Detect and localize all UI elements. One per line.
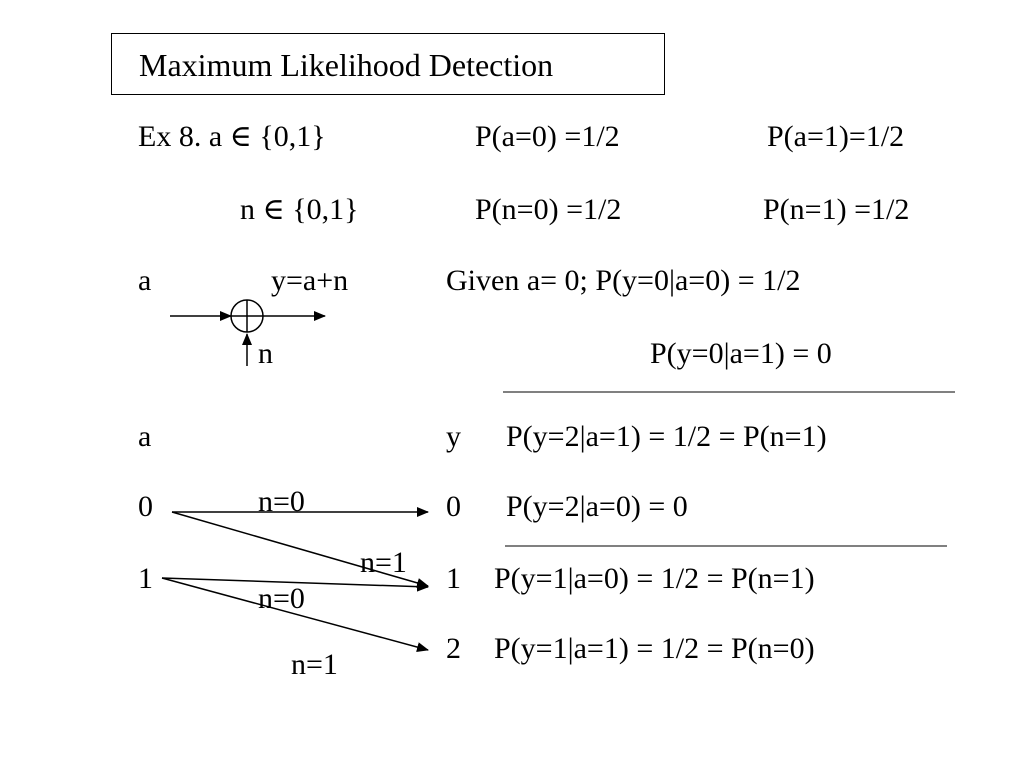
prob-n0: P(n=0) =1/2 — [475, 193, 622, 226]
y-value-0: 0 — [446, 490, 461, 523]
transition-a1-y2 — [161, 577, 429, 652]
prob-y1-a1: P(y=1|a=1) = 1/2 = P(n=0) — [494, 632, 815, 665]
slide-title: Maximum Likelihood Detection — [139, 47, 554, 83]
prob-a0: P(a=0) =1/2 — [475, 120, 620, 153]
adder-input-label: a — [138, 264, 152, 297]
prob-n1: P(n=1) =1/2 — [763, 193, 910, 226]
prob-y2-a1: P(y=2|a=1) = 1/2 = P(n=1) — [506, 420, 827, 453]
given-line-1: Given a= 0; P(y=0|a=0) = 1/2 — [446, 264, 801, 297]
given-line-2: P(y=0|a=1) = 0 — [650, 337, 832, 370]
transition-a0-y1 — [171, 511, 429, 588]
transition-a1-y1 — [161, 577, 429, 592]
edge-label-a1-n0: n=0 — [258, 582, 305, 615]
example-label: Ex 8. a ∈ {0,1} — [138, 120, 326, 153]
channel-col-y: y — [446, 420, 461, 453]
prob-a1: P(a=1)=1/2 — [767, 120, 905, 153]
a-value-1: 1 — [138, 562, 153, 595]
prob-y2-a0: P(y=2|a=0) = 0 — [506, 490, 688, 523]
adder-noise-label: n — [258, 337, 273, 370]
prob-y1-a0: P(y=1|a=0) = 1/2 = P(n=1) — [494, 562, 815, 595]
adder-plus-icon — [230, 299, 264, 333]
channel-col-a: a — [138, 420, 152, 453]
adder-output-label: y=a+n — [271, 264, 349, 297]
edge-label-a1-n1: n=1 — [291, 648, 338, 681]
y-value-2: 2 — [446, 632, 461, 665]
noise-set: n ∈ {0,1} — [240, 193, 359, 226]
y-value-1: 1 — [446, 562, 461, 595]
title-box: Maximum Likelihood Detection — [111, 33, 665, 95]
a-value-0: 0 — [138, 490, 153, 523]
